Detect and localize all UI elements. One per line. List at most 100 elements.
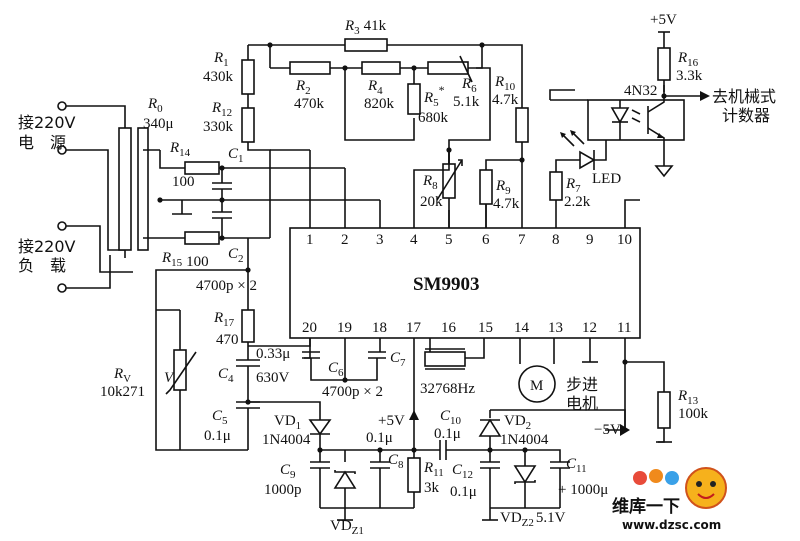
watermark-url: www.dzsc.com [622,518,721,532]
ic-pin-9: 9 [586,232,594,248]
c8-label: C8 [388,452,404,471]
c7-label: C7 [390,350,406,369]
ic-pin-6: 6 [482,232,490,248]
ic-pin-18: 18 [372,320,387,336]
ic-pin-11: 11 [617,320,631,336]
r4-value: 820k [364,96,395,112]
c5-label: C5 [212,408,228,427]
r13-value: 100k [678,406,709,422]
ic-pin-19: 19 [337,320,352,336]
vcc-top-label: +5V [650,12,677,28]
c11-label: C11 [566,456,587,475]
c11-value: + 1000μ [558,482,608,498]
c12-label: C12 [452,462,473,481]
r1-r12-chain [241,44,271,238]
power-label-2: 电 源 [18,133,66,152]
ic-pin-8: 8 [552,232,560,248]
c6-label: C6 [328,360,344,379]
r8-label: R8 [422,173,438,192]
c5-value: 0.1μ [204,428,231,444]
watermark-logo [633,467,727,509]
r14-c1-network [157,150,380,245]
vd1-label: VD1 [274,413,301,432]
load-label-2: 负 载 [18,256,66,275]
c12-value: 0.1μ [450,484,477,500]
led-label: LED [592,171,621,187]
c6-c7-note: 4700p × 2 [322,384,383,400]
ic-pin-10: 10 [617,232,632,248]
motor-label-2: 电机 [566,394,598,413]
c2-label: C2 [228,246,244,265]
r1-label: R1 [213,50,229,69]
c9-value: 1000p [264,482,302,498]
r16-label: R16 [677,50,699,69]
ic-pin-15: 15 [478,320,493,336]
power-supply [308,409,626,521]
r14-label: R14 [169,140,191,159]
r13-label: R13 [677,388,699,407]
ic-pin-4: 4 [410,232,418,248]
vneg-label: −5V [594,422,621,438]
r17-value: 470 [216,332,239,348]
crystal-label: 32768Hz [420,381,475,397]
r17-label: R17 [213,310,235,329]
vd2-label: VD2 [504,413,531,432]
c4-label: C4 [218,366,234,385]
r10-resistor [485,107,529,228]
ic-bottom-wiring [248,338,665,431]
motor-symbol: M [530,378,543,394]
r4-label: R4 [367,78,383,97]
ic-pin-5: 5 [445,232,453,248]
rv-value: 10k271 [100,384,145,400]
r7-label: R7 [565,176,581,195]
mains-terminals [57,101,133,293]
counter-label-1: 去机械式 [712,87,776,106]
r16-vcc [654,31,710,178]
r5-value: 680k [418,110,449,126]
c1-c2-note: 4700p × 2 [196,278,257,294]
r6-value: 5.1k [453,94,480,110]
r11-label: R11 [423,460,444,479]
c1-label: C1 [228,146,244,165]
ic-top-wiring [270,149,640,228]
r10-value: 4.7k [492,92,519,108]
rv-symbol: V [164,370,175,386]
c4-value-2: 630V [256,370,290,386]
r12-value: 330k [203,119,234,135]
rv-label: RV [113,366,131,385]
r12-label: R12 [211,100,232,119]
watermark-line1: 维库一下 [612,496,680,517]
r3-r6-network [267,38,523,228]
power-label-1: 接220V [18,113,76,132]
r8-value: 20k [420,194,443,210]
r8-potentiometer [436,147,463,201]
r9-label: R9 [495,178,511,197]
r1-value: 430k [203,69,234,85]
r2-label: R2 [295,78,311,97]
r0-value: 340μ [143,116,174,132]
ic-pin-13: 13 [548,320,563,336]
r6-label: R6 [461,76,477,95]
ic-pin-1: 1 [306,232,314,248]
ic-pin-20: 20 [302,320,317,336]
c8-value: 0.1μ [366,430,393,446]
r5-label: R5* [423,83,445,109]
c9-label: C9 [280,462,296,481]
motor-label-1: 步进 [566,375,598,394]
c4-value-1: 0.33μ [256,346,290,362]
r2-value: 470k [294,96,325,112]
r9-value: 4.7k [493,196,520,212]
ic-pin-3: 3 [376,232,384,248]
optocoupler-4n32 [549,85,685,160]
ic-pin-7: 7 [518,232,526,248]
r0-label: R0 [147,96,163,115]
r10-label: R10 [494,74,516,93]
ic-name: SM9903 [413,274,480,295]
counter-label-2: 计数器 [722,106,770,125]
led-r7 [549,130,607,228]
